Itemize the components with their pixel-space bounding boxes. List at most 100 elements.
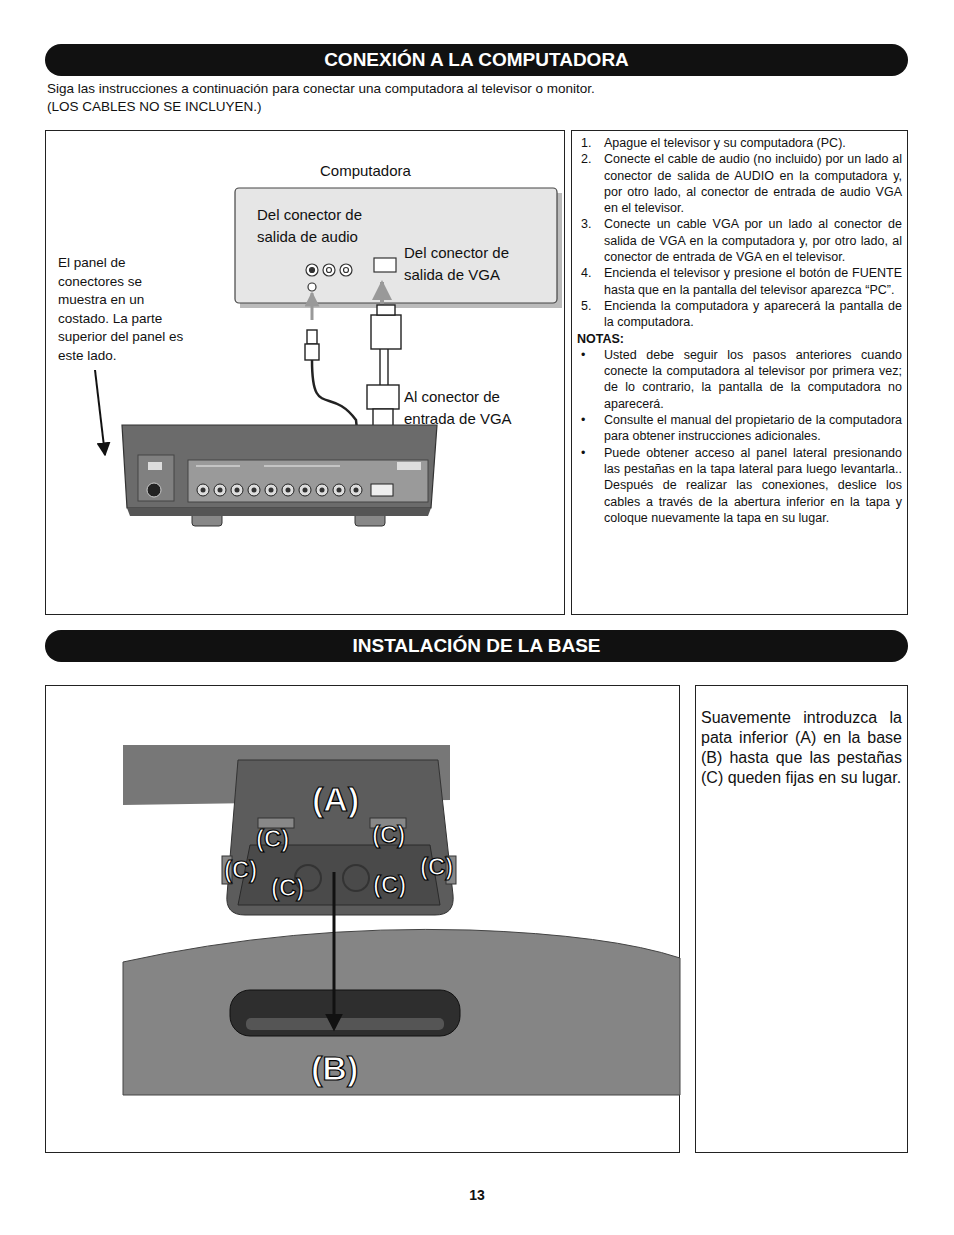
vga-cable — [371, 315, 401, 349]
item-text: Conecte un cable VGA por un lado al cone… — [604, 216, 902, 265]
tv-connector-panel — [397, 462, 421, 470]
device-name: Computadora — [320, 160, 460, 182]
tv-connector-panel — [138, 455, 174, 501]
callout-letter: (C) — [224, 856, 257, 884]
stand-leg — [123, 745, 456, 915]
text-box: Suavemente introduzca la pata inferior (… — [695, 685, 908, 1153]
page-number: 13 — [457, 1187, 497, 1203]
text-box: 1.Apague el televisor y su computadora (… — [571, 130, 908, 615]
callout-letter: (C) — [372, 821, 405, 849]
jacks — [282, 484, 294, 496]
list-row: 3.Conecte un cable VGA por un lado al co… — [577, 216, 902, 265]
item-text: Encienda el televisor y presione el botó… — [604, 265, 902, 298]
callout-letter: (B) — [311, 1049, 358, 1088]
ports — [327, 268, 332, 273]
jacks — [231, 484, 243, 496]
leader-line — [95, 370, 105, 455]
callout-letter: (C) — [256, 825, 289, 853]
section-title: CONEXIÓN A LA COMPUTADORA — [324, 49, 629, 71]
stand-base — [246, 1018, 444, 1030]
computer-body — [235, 188, 557, 303]
jacks — [299, 484, 311, 496]
paragraph: Suavemente introduzca la pata inferior (… — [701, 708, 902, 788]
ports — [308, 283, 316, 291]
jacks — [337, 488, 342, 493]
jacks — [269, 488, 274, 493]
tv-connector-panel — [147, 483, 161, 497]
jacks — [316, 484, 328, 496]
computer-body — [235, 188, 562, 308]
stand-leg — [227, 760, 453, 915]
item-marker: 2. — [577, 151, 604, 167]
frames — [46, 686, 680, 1153]
side-note: El panel de conectores se muestra en un … — [58, 254, 190, 365]
ports — [306, 264, 318, 276]
item-marker: 1. — [577, 135, 604, 151]
section-title: INSTALACIÓN DE LA BASE — [352, 635, 600, 657]
item-text: Encienda la computadora y aparecerá la p… — [604, 298, 902, 331]
port-label: Del conector de salida de VGA — [404, 242, 534, 286]
stand-leg — [343, 865, 369, 891]
vga-cable — [377, 305, 395, 315]
section-header: INSTALACIÓN DE LA BASE — [45, 630, 908, 662]
vga-cable — [367, 385, 399, 409]
list-row: •Puede obtener acceso al panel lateral p… — [577, 445, 902, 526]
ports — [344, 268, 349, 273]
computer-box: ComputadoraDel conector de salida de aud… — [235, 188, 557, 303]
list-row: •Usted debe seguir los pasos anteriores … — [577, 347, 902, 412]
jacks — [248, 484, 260, 496]
item-text: Apague el televisor y su computadora (PC… — [604, 135, 902, 151]
ports — [323, 264, 335, 276]
item-marker: • — [577, 347, 604, 363]
section-header: CONEXIÓN A LA COMPUTADORA — [45, 44, 908, 76]
jacks — [320, 488, 325, 493]
jacks — [214, 484, 226, 496]
item-marker: • — [577, 445, 604, 461]
item-marker: 4. — [577, 265, 604, 281]
tv-connector-panel — [122, 425, 437, 526]
stand-base — [123, 929, 680, 1095]
jacks — [286, 488, 291, 493]
tv-connector-panel — [122, 425, 437, 508]
frames — [46, 131, 565, 615]
item-marker: 3. — [577, 216, 604, 232]
stand-base — [123, 929, 680, 1095]
ports — [310, 268, 315, 273]
tv-connector-panel — [148, 462, 162, 470]
jacks — [303, 488, 308, 493]
callout-letter: (C) — [373, 871, 406, 899]
jacks — [354, 488, 359, 493]
insert-arrow — [333, 872, 336, 1028]
callout-letter: (C) — [271, 874, 304, 902]
tv-connector-panel — [127, 508, 431, 516]
stand-leg — [238, 845, 440, 905]
audio-cable — [307, 330, 317, 344]
jacks — [218, 488, 223, 493]
item-text: Puede obtener acceso al panel lateral pr… — [604, 445, 902, 526]
item-marker: • — [577, 412, 604, 428]
port-label: Del conector de salida de audio — [257, 204, 377, 248]
jacks — [197, 484, 209, 496]
list-row: 2.Conecte el cable de audio (no incluido… — [577, 151, 902, 216]
jacks — [252, 488, 257, 493]
item-text: Consulte el manual del propietario de la… — [604, 412, 902, 445]
jacks — [201, 488, 206, 493]
stand-base — [230, 990, 460, 1036]
list-row: 5.Encienda la computadora y aparecerá la… — [577, 298, 902, 331]
list-row: •Consulte el manual del propietario de l… — [577, 412, 902, 445]
ports — [374, 258, 396, 272]
tv-connector-panel — [371, 484, 393, 496]
vga-cable — [379, 349, 380, 385]
intro-text: Siga las instrucciones a continuación pa… — [47, 81, 747, 96]
callout-letter: (C) — [420, 853, 453, 881]
list-row: NOTAS: — [577, 331, 902, 347]
jacks — [235, 488, 240, 493]
audio-cable — [311, 293, 314, 320]
port-label: Al conector de entrada de VGA — [404, 386, 534, 430]
jacks — [333, 484, 345, 496]
jacks — [197, 484, 362, 496]
jacks — [350, 484, 362, 496]
tv-connector-panel — [264, 466, 340, 467]
callout-letter: (A) — [312, 780, 359, 819]
item-text: Conecte el cable de audio (no incluido) … — [604, 151, 902, 216]
